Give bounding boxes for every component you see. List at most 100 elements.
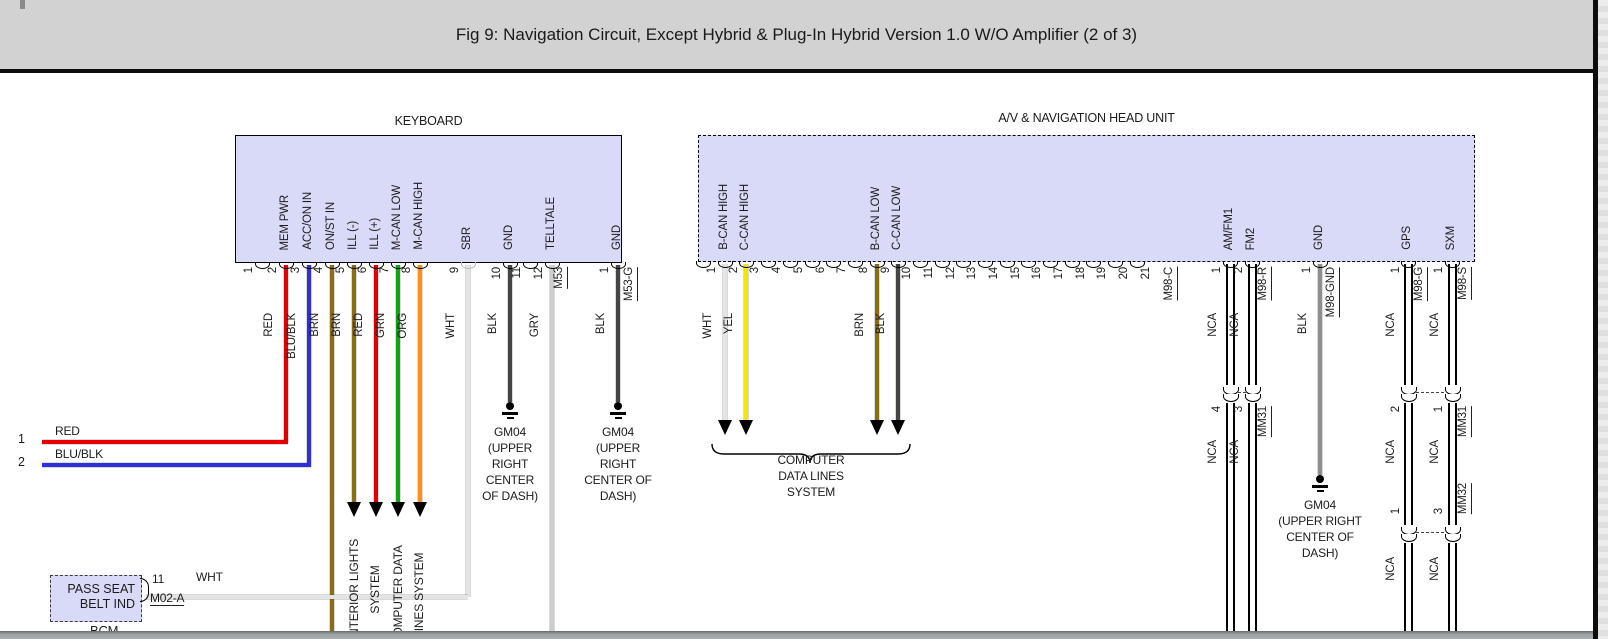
pin-label: GND <box>611 225 623 250</box>
connector-arc <box>1130 261 1145 268</box>
pin-label: M-CAN HIGH <box>413 182 425 250</box>
wire-coax-sxm <box>1448 543 1457 632</box>
pass-seat-belt-ind-box: PASS SEAT BELT IND <box>50 575 142 622</box>
connector-arc <box>956 261 971 268</box>
pin-number: 1 <box>1301 267 1313 274</box>
wire-wht <box>146 595 468 599</box>
connector-arc <box>739 261 754 268</box>
system-line: LINES SYSTEM <box>412 552 426 638</box>
ground-icon <box>614 402 622 410</box>
connector-id: MM31 <box>1257 406 1272 438</box>
wire-color-label: NCA <box>1229 440 1241 464</box>
connector-arc <box>1245 261 1260 268</box>
connector-arc <box>1065 261 1080 268</box>
pin-number: 8 <box>858 267 870 274</box>
connector-id: M98-C <box>1163 267 1178 301</box>
wire-color-label: GRY <box>529 313 541 338</box>
connector-arc <box>805 261 820 268</box>
connector-arc <box>935 261 950 268</box>
system-line: COMPUTER <box>777 453 845 467</box>
pin-number: 4 <box>771 267 783 274</box>
wire-color-label: WHT <box>196 570 223 584</box>
connector-id: M98-S <box>1457 267 1472 300</box>
system-line: SYSTEM <box>786 485 836 499</box>
wire-gnd-blk <box>1318 264 1322 475</box>
pin-number: 6 <box>815 267 827 274</box>
connector-arc <box>870 261 885 268</box>
connector-link <box>1416 392 1444 393</box>
lead-number: 1 <box>18 432 25 446</box>
connector-arc <box>1401 261 1416 268</box>
connector-arc <box>761 261 776 268</box>
wire-blu-blk <box>307 265 311 466</box>
inline-connector-icon <box>1401 534 1417 542</box>
title-bar: Fig 9: Navigation Circuit, Except Hybrid… <box>0 0 1593 69</box>
pin-number: 1 <box>706 267 718 274</box>
pin-number: 1 <box>1211 267 1223 274</box>
ground-icon <box>1312 485 1328 488</box>
pin-label: B-CAN HIGH <box>718 184 730 250</box>
wire-color-label: BLK <box>1297 313 1309 335</box>
ground-line: (UPPER <box>487 441 533 455</box>
connector-arc <box>369 262 384 269</box>
system-label: COMPUTER DATA LINES SYSTEM <box>736 452 886 500</box>
connector-arc <box>413 262 428 269</box>
ground-label: GM04 (UPPER RIGHT CENTER OF DASH) <box>1260 497 1380 561</box>
pin-number: 19 <box>1096 267 1108 280</box>
arrow-down-icon <box>870 420 884 435</box>
ground-icon <box>506 402 514 410</box>
arrow-down-icon <box>739 420 753 435</box>
wire-color-label: BLK <box>875 313 887 335</box>
wire-wht <box>466 265 470 597</box>
pin-number: 14 <box>988 267 1000 280</box>
system-label: INTERIOR LIGHTS SYSTEM <box>344 539 386 639</box>
connector-arc <box>545 262 560 269</box>
wire-color-label: RED <box>353 313 365 337</box>
scrollbar-track[interactable] <box>1598 0 1608 639</box>
wire-brn <box>875 264 879 420</box>
wire-color-label: BRN <box>854 313 866 337</box>
wire-color-label: BRN <box>331 313 343 337</box>
arrow-down-icon <box>718 420 732 435</box>
wire-color-label: NCA <box>1385 557 1397 581</box>
ground-icon <box>610 412 626 415</box>
wire-coax-sxm <box>1448 403 1457 525</box>
pin-number: 5 <box>793 267 805 274</box>
title-bar-border <box>0 69 1593 73</box>
connector-arc <box>1000 261 1015 268</box>
connector-arc <box>1021 261 1036 268</box>
pin-number: 3 <box>749 267 761 274</box>
inline-connector-icon <box>1245 394 1261 402</box>
inline-connector-icon <box>1445 394 1461 402</box>
wire-color-label: NCA <box>1207 313 1219 337</box>
connector-id: M02-A <box>150 591 185 606</box>
keyboard-title: KEYBOARD <box>394 114 463 128</box>
pin-label: TELLTALE <box>545 197 557 250</box>
pin-number: 2 <box>1233 267 1245 274</box>
pin-label: ILL (+) <box>369 218 381 250</box>
pin-label: SBR <box>461 226 473 250</box>
wire-color-label: WHT <box>445 313 457 339</box>
pin-number: 2 <box>1390 406 1402 413</box>
connector-arc <box>913 261 928 268</box>
pin-number: 7 <box>379 267 391 274</box>
connector-arc <box>347 262 362 269</box>
connector-arc <box>1108 261 1123 268</box>
wire-color-label: NCA <box>1429 313 1441 337</box>
wire-color-label: NCA <box>1385 313 1397 337</box>
right-border <box>1593 0 1598 639</box>
pin-number: 17 <box>1053 267 1065 280</box>
connector-arc <box>523 262 538 269</box>
ground-line: DASH) <box>1301 546 1339 560</box>
connector-arc <box>1313 261 1328 268</box>
ground-icon <box>614 416 622 419</box>
pin-label: B-CAN LOW <box>870 186 882 250</box>
pin-number: 13 <box>966 267 978 280</box>
pin-number: 7 <box>836 267 848 274</box>
pin-number: 3 <box>1433 508 1445 515</box>
component-label: PASS SEAT <box>67 582 135 596</box>
pin-number: 11 <box>152 572 165 586</box>
wire-color-label: NCA <box>1207 440 1219 464</box>
pin-number: 18 <box>1075 267 1087 280</box>
wire-coax-amfm1 <box>1226 403 1235 632</box>
